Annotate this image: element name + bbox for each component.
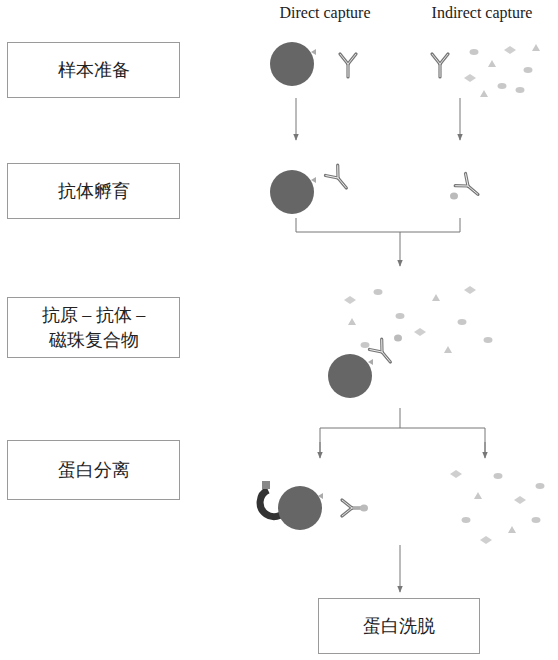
- step-box: 蛋白分离: [7, 440, 180, 500]
- step-box: 抗体孵育: [7, 163, 180, 219]
- step-box: 样本准备: [7, 42, 180, 98]
- step-label: 蛋白分离: [58, 458, 130, 482]
- step-label: 样本准备: [58, 58, 130, 82]
- column-heading: Indirect capture: [432, 4, 533, 22]
- step-box: 蛋白洗脱: [318, 598, 480, 654]
- column-heading: Direct capture: [279, 4, 370, 22]
- step-label: 蛋白洗脱: [363, 614, 435, 638]
- step-box: 抗原 – 抗体 – 磁珠复合物: [7, 297, 180, 358]
- step-label: 抗体孵育: [58, 179, 130, 203]
- step-label: 抗原 – 抗体 – 磁珠复合物: [32, 303, 156, 352]
